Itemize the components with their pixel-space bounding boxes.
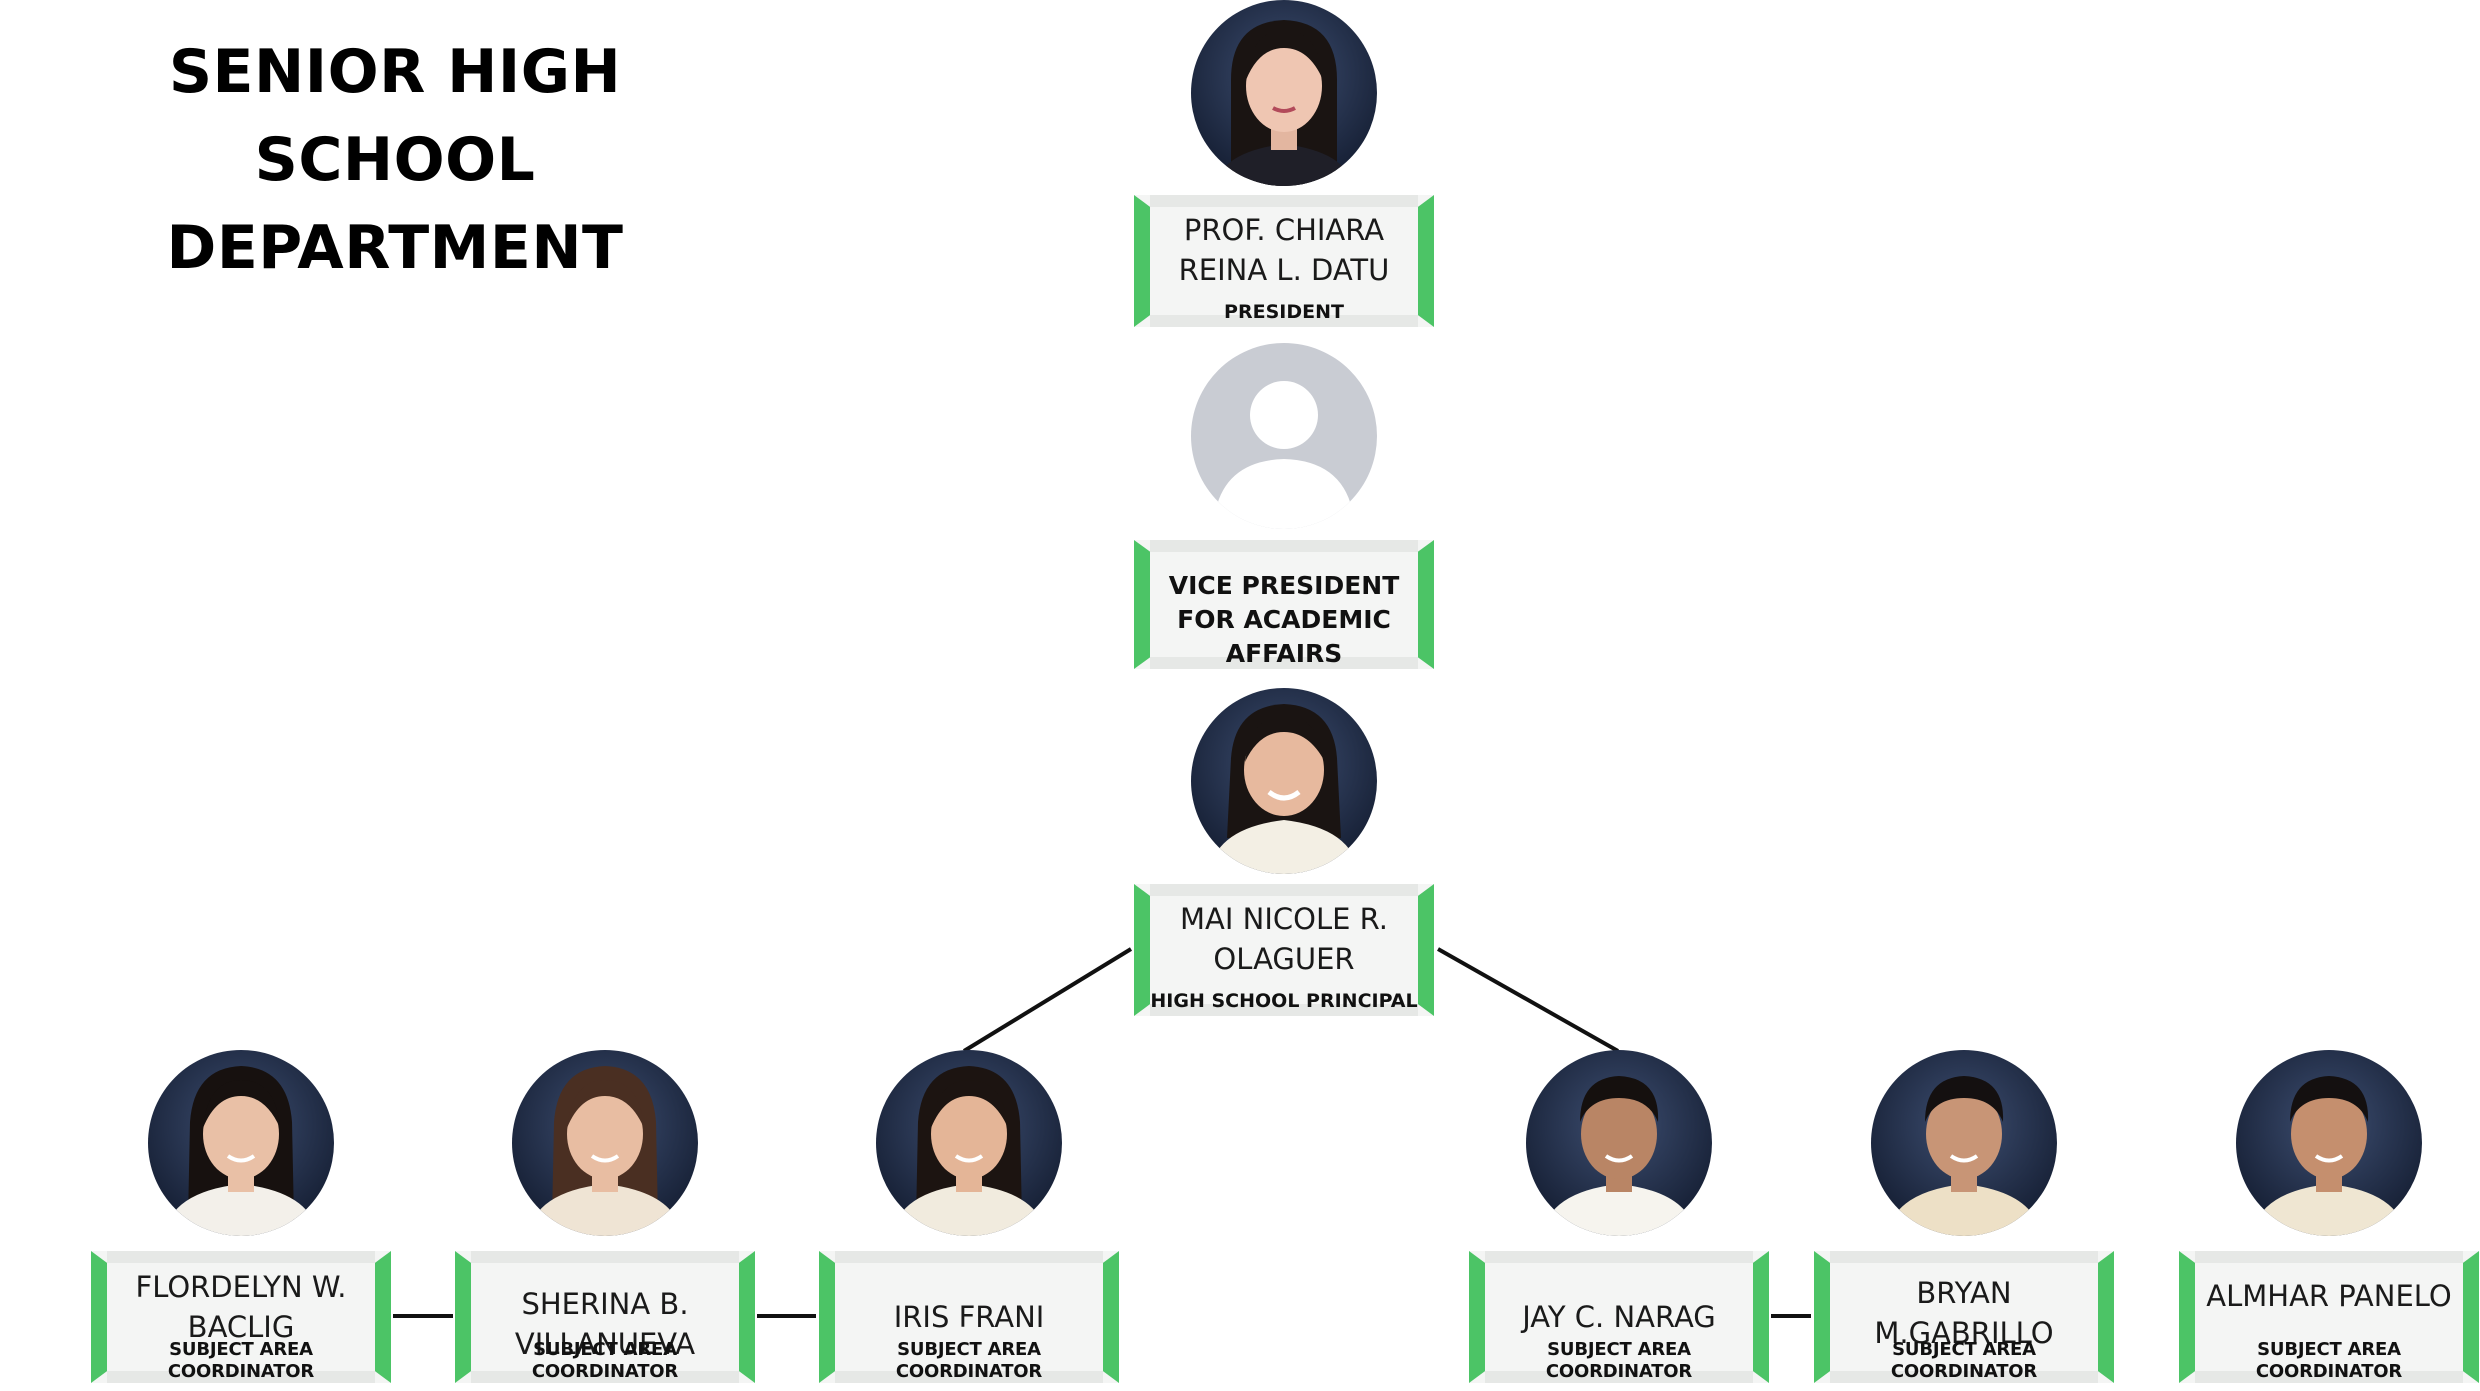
principal-role: HIGH SCHOOL PRINCIPAL <box>1150 990 1418 1012</box>
card-edge-top <box>1150 540 1418 552</box>
card-accent-right <box>375 1251 391 1383</box>
card-edge-bottom <box>107 1371 375 1383</box>
principal-name: MAI NICOLE R. OLAGUER <box>1180 902 1388 976</box>
card-edge-top <box>2195 1251 2463 1263</box>
card-accent-left <box>1134 195 1150 327</box>
coordinator-name: ALMHAR PANELO <box>2206 1279 2452 1313</box>
coordinator-name: FLORDELYN W. BACLIG <box>135 1270 347 1344</box>
coordinator-role: SUBJECT AREA COORDINATOR <box>167 1339 315 1382</box>
coordinator-name: JAY C. NARAG <box>1522 1300 1716 1334</box>
title-line-2: DEPARTMENT <box>166 213 624 283</box>
card-edge-bottom <box>1150 315 1418 327</box>
card-edge-top <box>1830 1251 2098 1263</box>
coordinator-photo-jay <box>1526 1050 1712 1236</box>
principal-photo <box>1191 688 1377 874</box>
card-edge-bottom <box>1830 1371 2098 1383</box>
coordinator-photo-iris <box>876 1050 1062 1236</box>
coordinator-photo-almhar <box>2236 1050 2422 1236</box>
principal-card: MAI NICOLE R. OLAGUER HIGH SCHOOL PRINCI… <box>1134 884 1434 1016</box>
card-edge-bottom <box>835 1371 1103 1383</box>
card-edge-top <box>1150 884 1418 896</box>
coordinator-photo-flordelyn <box>148 1050 334 1236</box>
coordinator-card-almhar: ALMHAR PANELO SUBJECT AREA COORDINATOR <box>2179 1251 2479 1383</box>
card-accent-right <box>2098 1251 2114 1383</box>
coordinator-name: BRYAN M.GABRILLO <box>1874 1276 2054 1350</box>
title-line-1: SENIOR HIGH SCHOOL <box>168 37 622 195</box>
card-accent-left <box>91 1251 107 1383</box>
coordinator-photo-bryan <box>1871 1050 2057 1236</box>
coordinator-name: IRIS FRANI <box>893 1300 1045 1334</box>
card-edge-bottom <box>2195 1371 2463 1383</box>
card-edge-bottom <box>471 1371 739 1383</box>
president-role: PRESIDENT <box>1224 301 1344 323</box>
card-accent-left <box>1814 1251 1830 1383</box>
connector-principal-to-iris <box>962 947 1133 1053</box>
card-edge-top <box>107 1251 375 1263</box>
card-accent-right <box>739 1251 755 1383</box>
card-accent-right <box>2463 1251 2479 1383</box>
card-edge-top <box>835 1251 1103 1263</box>
card-accent-right <box>1753 1251 1769 1383</box>
card-edge-bottom <box>1485 1371 1753 1383</box>
coordinator-role: SUBJECT AREA COORDINATOR <box>895 1339 1043 1382</box>
president-card: PROF. CHIARA REINA L. DATU PRESIDENT <box>1134 195 1434 327</box>
card-accent-right <box>1103 1251 1119 1383</box>
card-accent-right <box>1418 884 1434 1016</box>
vp-role: VICE PRESIDENT FOR ACADEMIC AFFAIRS <box>1168 571 1400 668</box>
card-accent-right <box>1418 195 1434 327</box>
president-name: PROF. CHIARA REINA L. DATU <box>1178 213 1390 287</box>
card-accent-left <box>1134 884 1150 1016</box>
card-edge-top <box>1150 195 1418 207</box>
vp-card: VICE PRESIDENT FOR ACADEMIC AFFAIRS <box>1134 540 1434 669</box>
card-edge-top <box>471 1251 739 1263</box>
coordinator-role: SUBJECT AREA COORDINATOR <box>1545 1339 1693 1382</box>
default-avatar-icon <box>1191 343 1377 529</box>
card-accent-left <box>819 1251 835 1383</box>
card-accent-left <box>455 1251 471 1383</box>
connector-principal-to-jay <box>1437 947 1619 1053</box>
president-photo <box>1191 0 1377 186</box>
coordinator-name: SHERINA B. VILLANUEVA <box>514 1287 696 1361</box>
coordinator-card-iris: IRIS FRANI SUBJECT AREA COORDINATOR <box>819 1251 1119 1383</box>
card-edge-bottom <box>1150 1004 1418 1016</box>
card-accent-left <box>2179 1251 2195 1383</box>
coordinator-card-jay: JAY C. NARAG SUBJECT AREA COORDINATOR <box>1469 1251 1769 1383</box>
coordinator-photo-sherina <box>512 1050 698 1236</box>
coordinator-role: SUBJECT AREA COORDINATOR <box>1890 1339 2038 1382</box>
card-edge-top <box>1485 1251 1753 1263</box>
page-title: SENIOR HIGH SCHOOL DEPARTMENT <box>20 28 770 292</box>
card-edge-bottom <box>1150 657 1418 669</box>
card-accent-left <box>1134 540 1150 669</box>
card-accent-right <box>1418 540 1434 669</box>
coordinator-role: SUBJECT AREA COORDINATOR <box>531 1339 679 1382</box>
coordinator-role: SUBJECT AREA COORDINATOR <box>2255 1339 2403 1382</box>
card-accent-left <box>1469 1251 1485 1383</box>
